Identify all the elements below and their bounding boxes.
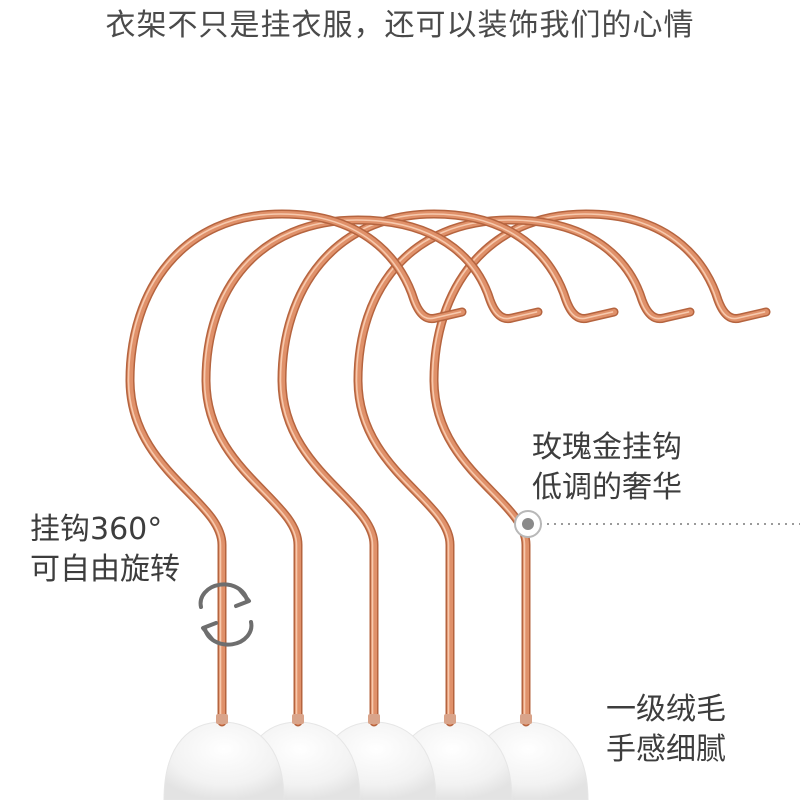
rotate-arrows-icon [198,582,254,647]
callout-dot-icon [514,510,800,538]
callout-rotation-line2: 可自由旋转 [30,552,180,587]
hanger-hook [429,209,771,727]
rose-gold-hooks [125,209,771,727]
hanger-hook [125,209,467,727]
velvet-pads [163,721,589,800]
hanger-hook [277,209,619,727]
callout-velvet-line1: 一级绒毛 [606,692,726,727]
callout-rotation: 挂钩360° 可自由旋转 [30,510,180,590]
callout-rose-gold-line2: 低调的奢华 [532,470,682,505]
headline: 衣架不只是挂衣服，还可以装饰我们的心情 [105,8,695,43]
callout-rose-gold-line1: 玫瑰金挂钩 [532,430,682,465]
hanger-hook [201,215,543,727]
callout-velvet: 一级绒毛 手感细腻 [606,690,726,770]
callout-rose-gold-hook: 玫瑰金挂钩 低调的奢华 [532,428,682,508]
callout-rotation-line1: 挂钩360° [30,512,163,547]
callout-velvet-line2: 手感细腻 [606,732,726,767]
